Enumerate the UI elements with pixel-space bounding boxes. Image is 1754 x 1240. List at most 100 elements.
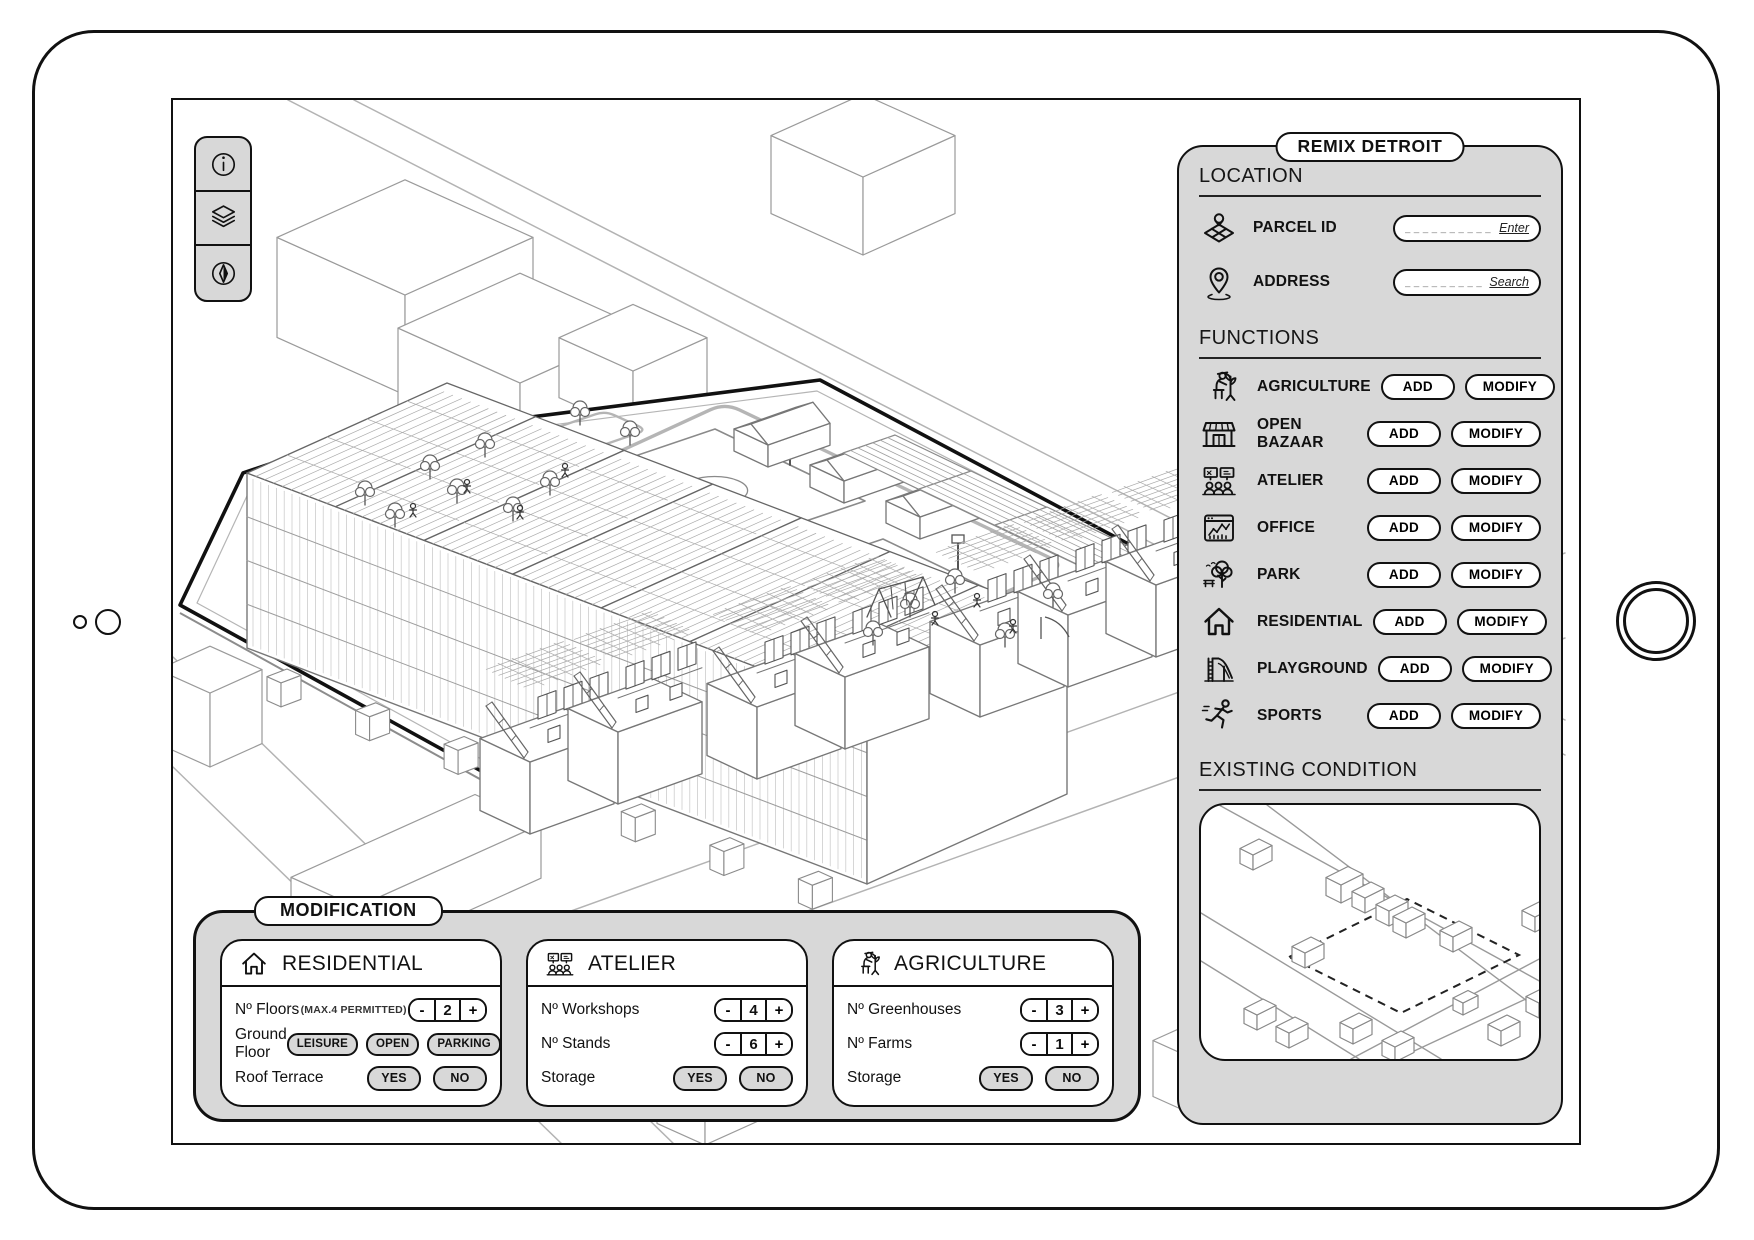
leisure-option[interactable]: LEISURE [286,1032,358,1056]
playground-add-button[interactable]: ADD [1377,655,1452,682]
agriculture-storage-yes-button[interactable]: YES [979,1065,1033,1091]
roof-terrace-row: Roof Terrace YES NO [235,1061,487,1095]
parcel-id-row: PARCEL ID _ _ _ _ _ _ _ _ _ _ Enter [1199,201,1541,255]
camera-dot-small [73,615,87,629]
parcel-id-input[interactable]: _ _ _ _ _ _ _ _ _ _ Enter [1393,214,1541,242]
container-housing [479,464,1241,835]
section-heading-existing-condition: EXISTING CONDITION [1199,751,1541,791]
address-label: ADDRESS [1253,273,1331,290]
open-option[interactable]: OPEN [365,1032,420,1056]
stands-minus-button[interactable]: - [716,1034,740,1054]
open-bazaar-icon [1199,414,1239,454]
layers-button[interactable] [196,192,250,246]
greenhouses-plus-button[interactable]: + [1073,1000,1097,1020]
stands-row: Nº Stands - 6 + [541,1027,793,1061]
floors-plus-button[interactable]: + [461,1000,485,1020]
home-button[interactable] [1616,581,1696,661]
atelier-icon [544,948,576,980]
camera-dot-large [95,609,121,635]
residential-modify-button[interactable]: MODIFY [1456,608,1547,635]
modification-panel: MODIFICATION RESIDENTIAL Nº Floors (MAX.… [193,896,1141,1122]
function-row-atelier: ATELIER ADD MODIFY [1199,457,1541,504]
farms-plus-button[interactable]: + [1073,1034,1097,1054]
parcel-map-icon [1199,208,1239,248]
address-row: ADDRESS _ _ _ _ _ _ _ _ _ Search [1199,255,1541,309]
residential-icon [1199,602,1239,642]
residential-card: RESIDENTIAL Nº Floors (MAX.4 PERMITTED) … [220,939,502,1107]
parking-option[interactable]: PARKING [427,1032,500,1056]
residential-add-button[interactable]: ADD [1372,608,1447,635]
map-toolbar [194,136,252,302]
existing-condition-drawing [1201,805,1539,1059]
playground-icon [1199,649,1239,689]
farmer-icon [850,948,882,980]
atelier-modify-button[interactable]: MODIFY [1451,467,1541,494]
agriculture-modify-button[interactable]: MODIFY [1464,373,1555,400]
office-modify-button[interactable]: MODIFY [1451,514,1541,541]
workshops-plus-button[interactable]: + [767,1000,791,1020]
workshops-value: 4 [740,1000,767,1020]
atelier-storage-row: Storage YES NO [541,1061,793,1095]
greenhouses-row: Nº Greenhouses - 3 + [847,993,1099,1027]
stands-value: 6 [740,1034,767,1054]
floors-row: Nº Floors (MAX.4 PERMITTED) - 2 + [235,993,487,1027]
ground-floor-row: Ground Floor LEISURE OPEN PARKING [235,1026,500,1061]
function-row-residential: RESIDENTIAL ADD MODIFY [1199,598,1547,645]
app-screen: REMIX DETROIT LOCATION PARCEL ID _ _ _ _… [171,98,1581,1145]
atelier-icon [1199,461,1239,501]
compass-icon [207,257,240,290]
sports-add-button[interactable]: ADD [1367,702,1441,729]
site-axonometric-drawing [173,100,1566,1143]
function-row-park: PARK ADD MODIFY [1199,551,1541,598]
floors-minus-button[interactable]: - [410,1000,434,1020]
sports-icon [1199,696,1239,736]
function-row-office: OFFICE ADD MODIFY [1199,504,1541,551]
sports-modify-button[interactable]: MODIFY [1451,702,1541,729]
stands-stepper: - 6 + [714,1032,793,1056]
open-bazaar-add-button[interactable]: ADD [1367,420,1441,447]
agriculture-icon [1199,367,1239,407]
playground-modify-button[interactable]: MODIFY [1461,655,1552,682]
roof-terrace-yes-button[interactable]: YES [367,1065,421,1091]
control-panel: REMIX DETROIT LOCATION PARCEL ID _ _ _ _… [1177,132,1563,1125]
floors-stepper: - 2 + [408,998,487,1022]
office-add-button[interactable]: ADD [1367,514,1441,541]
layers-icon [207,202,240,235]
office-icon [1199,508,1239,548]
search-action[interactable]: Search [1489,275,1529,289]
atelier-storage-yes-button[interactable]: YES [673,1065,727,1091]
atelier-storage-no-button[interactable]: NO [739,1065,793,1091]
function-row-playground: PLAYGROUND ADD MODIFY [1199,645,1552,692]
info-button[interactable] [196,138,250,192]
address-input[interactable]: _ _ _ _ _ _ _ _ _ Search [1393,268,1541,296]
parcel-id-label: PARCEL ID [1253,219,1337,236]
minimap-content [1201,805,1539,1059]
enter-action[interactable]: Enter [1499,221,1529,235]
house-icon [238,948,270,980]
agriculture-storage-no-button[interactable]: NO [1045,1065,1099,1091]
trees-and-people [354,400,1070,648]
panel-title: REMIX DETROIT [1275,132,1465,162]
compass-button[interactable] [196,246,250,300]
park-add-button[interactable]: ADD [1367,561,1441,588]
agriculture-add-button[interactable]: ADD [1380,373,1455,400]
atelier-card: ATELIER Nº Workshops - 4 + [526,939,808,1107]
workshops-minus-button[interactable]: - [716,1000,740,1020]
farms-minus-button[interactable]: - [1022,1034,1046,1054]
section-heading-location: LOCATION [1199,157,1541,197]
farms-value: 1 [1046,1034,1073,1054]
location-pin-icon [1199,262,1239,302]
agriculture-card: AGRICULTURE Nº Greenhouses - 3 + [832,939,1114,1107]
existing-condition-map[interactable] [1199,803,1541,1061]
section-heading-functions: FUNCTIONS [1199,319,1541,359]
roof-terrace-no-button[interactable]: NO [433,1065,487,1091]
greenhouses-stepper: - 3 + [1020,998,1099,1022]
floors-value: 2 [434,1000,461,1020]
greenhouses-minus-button[interactable]: - [1022,1000,1046,1020]
workshops-stepper: - 4 + [714,998,793,1022]
open-bazaar-modify-button[interactable]: MODIFY [1451,420,1541,447]
atelier-add-button[interactable]: ADD [1367,467,1441,494]
park-modify-button[interactable]: MODIFY [1451,561,1541,588]
tablet-frame: REMIX DETROIT LOCATION PARCEL ID _ _ _ _… [32,30,1720,1210]
stands-plus-button[interactable]: + [767,1034,791,1054]
